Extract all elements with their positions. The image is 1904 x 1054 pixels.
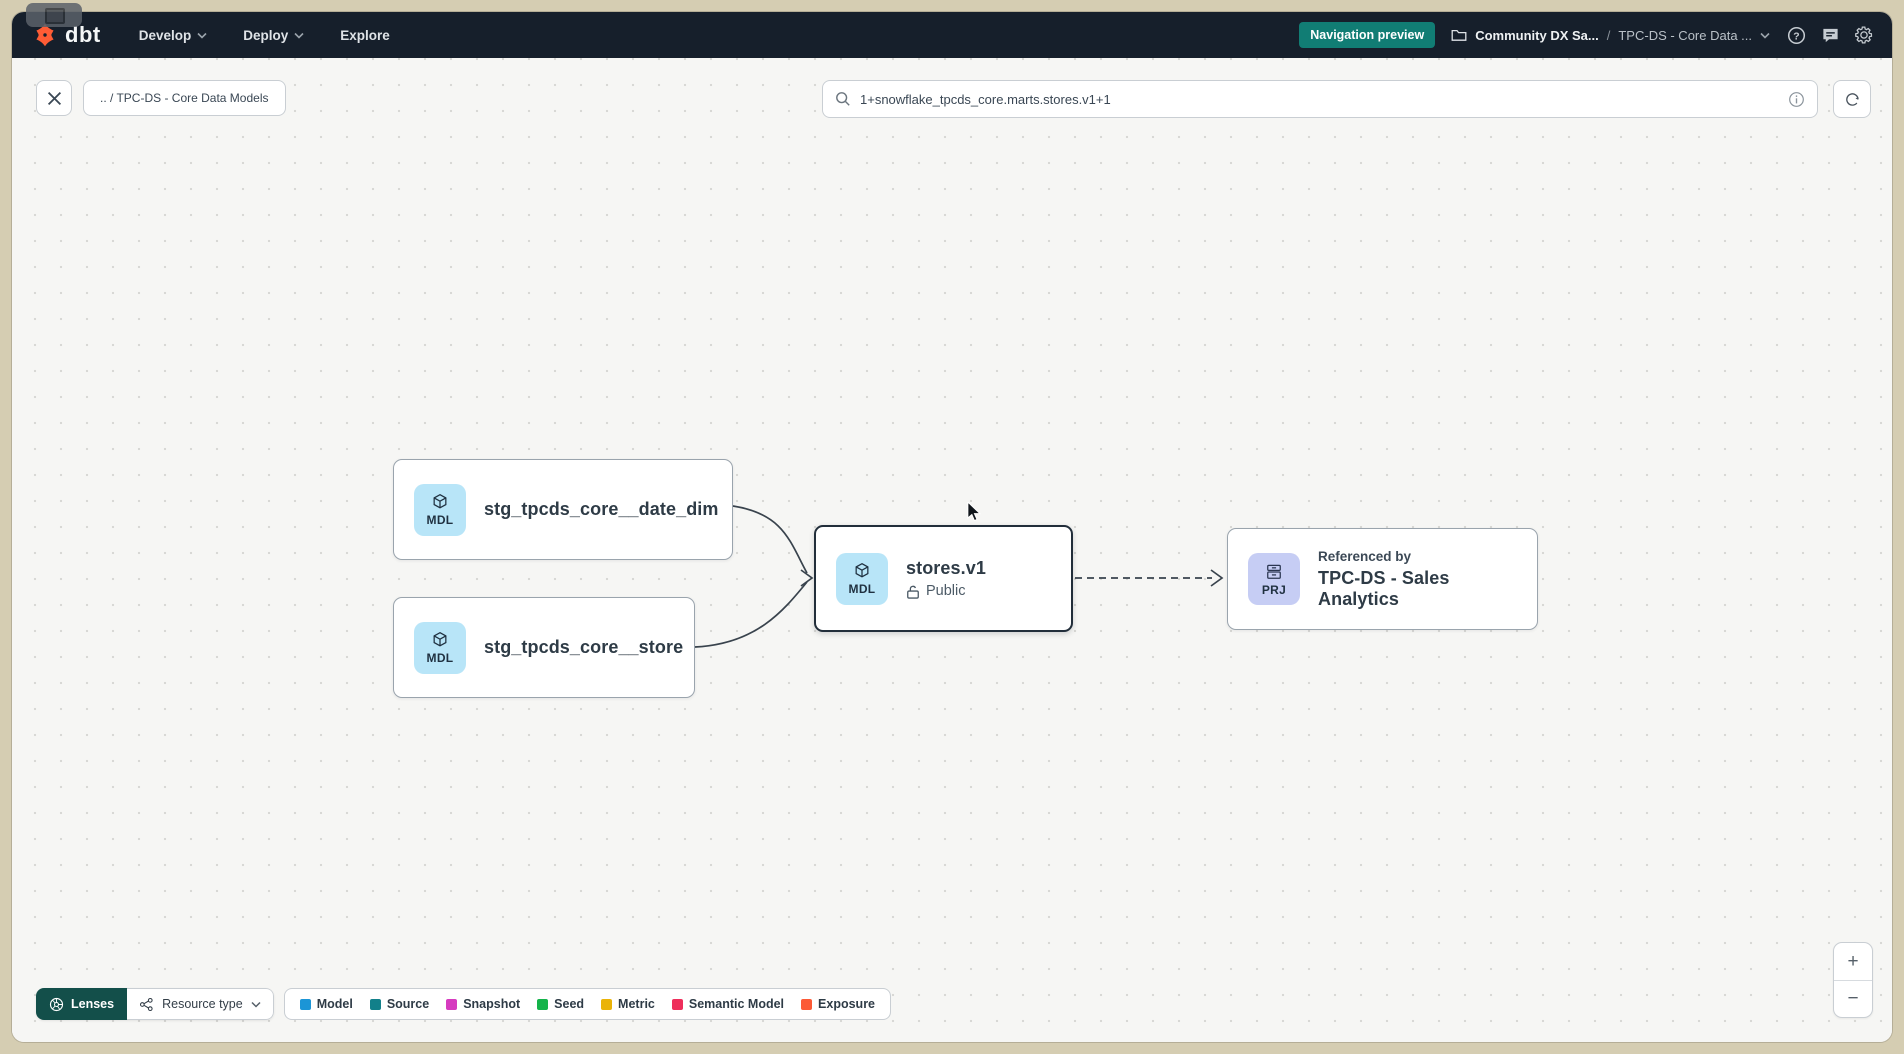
unlock-icon [906, 584, 920, 599]
zoom-out-button[interactable]: − [1834, 980, 1872, 1017]
zoom-in-button[interactable]: + [1834, 943, 1872, 980]
window-artifact [26, 3, 82, 27]
breadcrumb-separator: / [1607, 28, 1611, 43]
folder-icon [1451, 28, 1467, 42]
model-badge: MDL [836, 553, 888, 605]
app-window: dbt Develop Deploy Explore Navigation pr… [12, 12, 1892, 1042]
svg-text:?: ? [1793, 31, 1799, 42]
legend-model: Model [300, 997, 353, 1011]
breadcrumb-project: Community DX Sa... [1475, 28, 1599, 43]
legend-swatch [801, 999, 812, 1010]
lineage-breadcrumb[interactable]: .. / TPC-DS - Core Data Models [83, 80, 286, 116]
model-badge: MDL [414, 622, 466, 674]
archive-icon [1264, 562, 1284, 582]
zoom-controls: + − [1833, 942, 1873, 1018]
cube-icon [430, 630, 450, 650]
menu-explore[interactable]: Explore [340, 28, 390, 43]
node-title: TPC-DS - Sales Analytics [1318, 568, 1517, 610]
cube-icon [430, 492, 450, 512]
resource-type-dropdown[interactable]: Resource type [127, 988, 274, 1020]
legend-seed: Seed [537, 997, 584, 1011]
legend-swatch [601, 999, 612, 1010]
lens-icon [49, 997, 64, 1012]
legend-swatch [300, 999, 311, 1010]
legend-swatch [370, 999, 381, 1010]
lenses-button[interactable]: Lenses [36, 988, 127, 1020]
close-icon [47, 91, 62, 106]
account-breadcrumb[interactable]: Community DX Sa... / TPC-DS - Core Data … [1451, 28, 1770, 43]
lenses-group: Lenses Resource type [36, 988, 274, 1020]
node-title: stg_tpcds_core__date_dim [484, 499, 719, 520]
legend-semantic-model: Semantic Model [672, 997, 784, 1011]
legend-swatch [446, 999, 457, 1010]
breadcrumb-environment: TPC-DS - Core Data ... [1618, 28, 1752, 43]
node-title: stores.v1 [906, 558, 986, 579]
node-stg-tpcds-core-date-dim[interactable]: MDL stg_tpcds_core__date_dim [393, 459, 733, 560]
chevron-down-icon [294, 32, 304, 39]
access-label: Public [926, 583, 966, 599]
legend-swatch [672, 999, 683, 1010]
node-title: stg_tpcds_core__store [484, 637, 683, 658]
refresh-icon [1844, 91, 1861, 108]
lineage-search [822, 80, 1818, 118]
resource-legend: Model Source Snapshot Seed Metric Semant… [284, 988, 891, 1020]
legend-snapshot: Snapshot [446, 997, 520, 1011]
feedback-icon[interactable] [1820, 25, 1840, 45]
lineage-canvas[interactable]: .. / TPC-DS - Core Data Models [12, 58, 1892, 1042]
resource-type-icon [139, 997, 154, 1012]
cube-icon [852, 561, 872, 581]
top-nav: dbt Develop Deploy Explore Navigation pr… [12, 12, 1892, 58]
search-input[interactable] [860, 92, 1779, 107]
close-lineage-button[interactable] [36, 80, 72, 116]
node-stg-tpcds-core-store[interactable]: MDL stg_tpcds_core__store [393, 597, 695, 698]
info-icon[interactable] [1788, 91, 1805, 108]
chevron-down-icon [251, 1001, 261, 1008]
mouse-cursor [966, 502, 984, 522]
chevron-down-icon [197, 32, 207, 39]
settings-gear-icon[interactable] [1854, 25, 1874, 45]
search-icon [835, 91, 851, 107]
legend-swatch [537, 999, 548, 1010]
node-stores-v1[interactable]: MDL stores.v1 Public [814, 525, 1073, 632]
legend-exposure: Exposure [801, 997, 875, 1011]
model-badge: MDL [414, 484, 466, 536]
main-menu: Develop Deploy Explore [139, 28, 390, 43]
referenced-by-label: Referenced by [1318, 549, 1517, 564]
navigation-preview-badge[interactable]: Navigation preview [1299, 22, 1435, 48]
menu-deploy[interactable]: Deploy [243, 28, 304, 43]
refresh-button[interactable] [1833, 80, 1871, 118]
project-badge: PRJ [1248, 553, 1300, 605]
menu-develop[interactable]: Develop [139, 28, 208, 43]
help-icon[interactable]: ? [1786, 25, 1806, 45]
node-tpcds-sales-analytics[interactable]: PRJ Referenced by TPC-DS - Sales Analyti… [1227, 528, 1538, 630]
legend-metric: Metric [601, 997, 655, 1011]
chevron-down-icon [1760, 32, 1770, 39]
legend-source: Source [370, 997, 429, 1011]
